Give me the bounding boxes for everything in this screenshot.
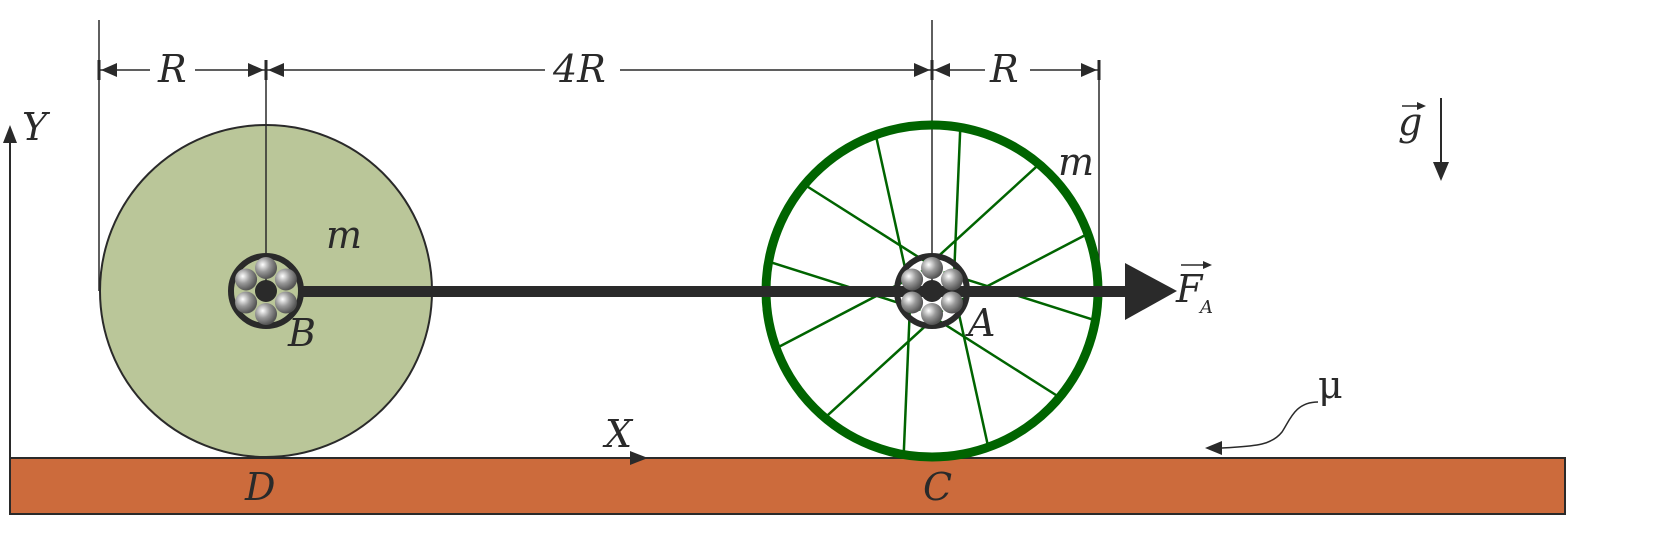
label-g: g — [1398, 100, 1422, 144]
label-X: X — [602, 412, 634, 456]
label-R-left: R — [157, 47, 187, 91]
force-vector-marker — [1181, 261, 1212, 269]
bearing-ball — [255, 303, 277, 325]
ground — [9, 457, 1566, 515]
bearing-ball — [235, 268, 258, 291]
bearing-ball — [901, 268, 924, 291]
label-F-subscript: A — [1198, 297, 1213, 318]
label-4R: 4R — [552, 47, 606, 91]
bearing-ball — [940, 291, 963, 314]
label-m-disc: m — [326, 213, 362, 257]
bearing-B — [228, 253, 304, 329]
label-C: C — [923, 465, 952, 509]
bearing-ball — [921, 303, 943, 325]
label-B: B — [287, 311, 316, 355]
label-m-wheel: m — [1058, 140, 1094, 184]
rod — [300, 263, 1177, 320]
label-A: A — [965, 301, 995, 345]
label-F: F — [1175, 267, 1204, 311]
friction-leader — [1205, 401, 1319, 455]
label-Y: Y — [22, 105, 51, 149]
bearing-ball — [940, 268, 963, 291]
bearing-ball — [901, 291, 924, 314]
label-mu: μ — [1318, 363, 1343, 407]
label-D: D — [244, 465, 275, 509]
y-axis — [3, 125, 648, 465]
label-R-right: R — [989, 47, 1019, 91]
dimension-lines — [97, 20, 1101, 291]
bearing-A — [894, 253, 970, 329]
bearing-ball — [274, 268, 297, 291]
bearing-ball — [921, 257, 943, 279]
bearing-ball — [255, 257, 277, 279]
gravity-arrow — [1402, 98, 1449, 181]
bearing-ball — [274, 291, 297, 314]
bearing-ball — [235, 291, 258, 314]
